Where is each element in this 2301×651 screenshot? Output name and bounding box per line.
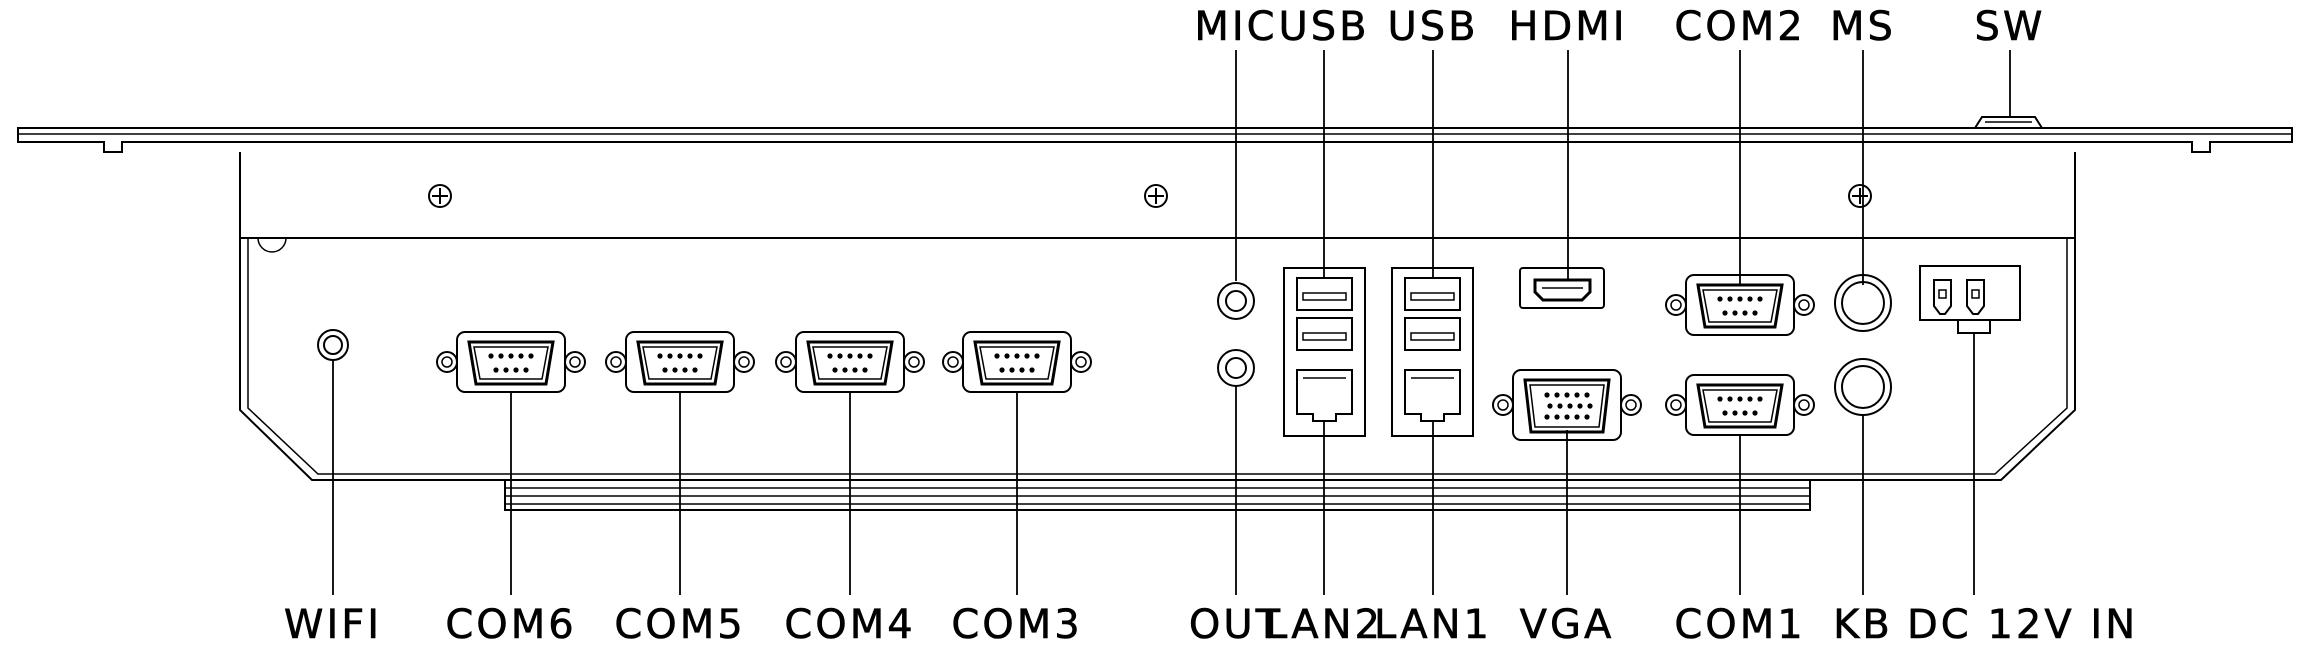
lan1-port [1404, 369, 1461, 422]
label-kb: KB [1833, 602, 1893, 648]
vga-port [1492, 369, 1642, 441]
com1-port [1665, 374, 1815, 436]
cooling-fins [505, 487, 1810, 505]
com5-port [605, 331, 755, 393]
mic-jack [1217, 282, 1255, 320]
label-lan2: LAN2 [1265, 602, 1383, 648]
label-com1: COM1 [1674, 602, 1805, 648]
sw-button-top [1974, 116, 2043, 129]
wifi-antenna-connector [317, 329, 349, 361]
label-com5: COM5 [614, 602, 745, 648]
label-out: OUT [1189, 602, 1283, 648]
com4-port [775, 331, 925, 393]
label-com3: COM3 [951, 602, 1082, 648]
lan2-port [1296, 369, 1353, 422]
usb-lan2-stack [1283, 267, 1366, 437]
com6-port [436, 331, 586, 393]
mount-screw-left [428, 184, 452, 208]
kb-ps2-port [1834, 358, 1892, 416]
label-lan1: LAN1 [1374, 602, 1492, 648]
bottom-labels: WIFI COM6 COM5 COM4 COM3 OUT LAN2 LAN1 V… [284, 602, 2138, 649]
top-labels: MIC USB USB HDMI COM2 MS SW [1194, 4, 2046, 51]
label-com2: COM2 [1674, 4, 1805, 50]
label-vga: VGA [1520, 602, 1615, 648]
cable-notch [257, 237, 287, 253]
label-usb-left: USB [1278, 4, 1369, 50]
com3-port [942, 331, 1092, 393]
label-hdmi: HDMI [1508, 4, 1627, 50]
mount-screw-right [1848, 184, 1872, 208]
top-leader-lines [1235, 50, 2011, 285]
mount-screw-center [1144, 184, 1168, 208]
label-com6: COM6 [445, 602, 576, 648]
dc-12v-terminal [1919, 265, 2021, 334]
label-sw: SW [1975, 4, 2046, 50]
out-jack [1217, 349, 1255, 387]
label-ms: MS [1830, 4, 1896, 50]
bottom-leader-lines [332, 333, 1975, 595]
front-bezel-flange [17, 127, 2293, 153]
hdmi-port [1519, 267, 1605, 309]
rear-housing [239, 152, 2076, 481]
label-usb-right: USB [1387, 4, 1478, 50]
enclosure [17, 116, 2293, 511]
label-mic: MIC [1194, 4, 1277, 50]
housing-inner-bevel [247, 238, 2068, 475]
usb-port [1404, 277, 1461, 311]
com2-port [1665, 274, 1815, 336]
stand-base [504, 480, 1811, 511]
label-wifi: WIFI [284, 602, 382, 648]
usb-port [1404, 317, 1461, 351]
usb-port [1296, 317, 1353, 351]
label-com4: COM4 [784, 602, 915, 648]
label-dc-12v-in: DC 12V IN [1907, 602, 2138, 648]
usb-port [1296, 277, 1353, 311]
com-ports-row [436, 331, 1092, 393]
usb-lan1-stack [1391, 267, 1474, 437]
